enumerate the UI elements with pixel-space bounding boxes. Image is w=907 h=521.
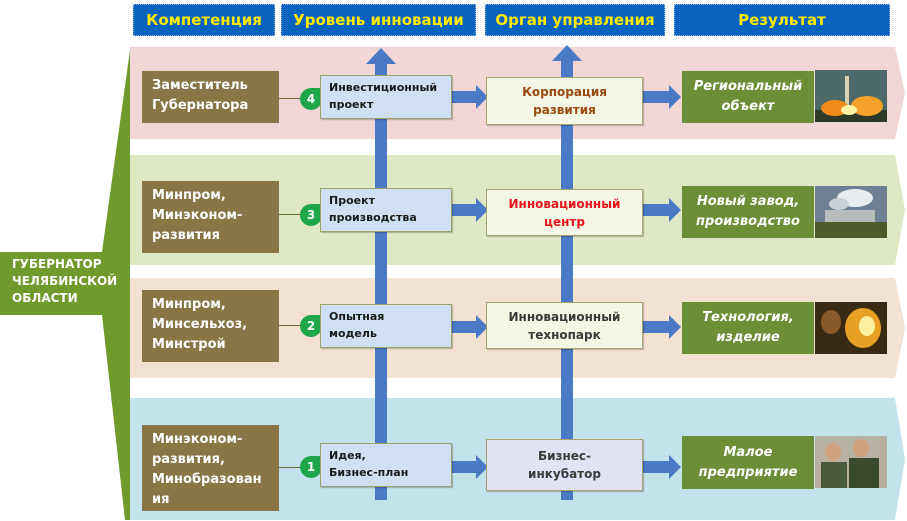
foundry-worker-photo-icon: [815, 302, 887, 354]
result-box-3: Новый завод, производство: [682, 186, 814, 238]
management-body-line: технопарк: [528, 327, 601, 342]
header-management-body: Орган управления: [485, 4, 665, 36]
arrow-org1-to-result: [643, 455, 681, 479]
management-body-box-3: Инновационный центр: [486, 189, 643, 236]
connector-line: [279, 98, 303, 99]
governor-label: ГУБЕРНАТОР ЧЕЛЯБИНСКОЙ ОБЛАСТИ: [12, 256, 132, 307]
arrow-level3-to-org: [452, 198, 488, 222]
header-innovation-level: Уровень инновации: [281, 4, 476, 36]
governor-line: ОБЛАСТИ: [12, 291, 78, 305]
level-badge-4: 4: [300, 88, 322, 110]
competence-line: Губернатора: [152, 98, 249, 113]
result-line: изделие: [716, 330, 780, 345]
competence-box-level-1: Минэконом- развития, Минобразован ия: [142, 425, 279, 511]
management-body-line: Корпорация: [522, 85, 607, 99]
header-management-body-label: Орган управления: [495, 11, 655, 29]
innovation-level-line: Опытная: [329, 310, 385, 323]
arrow-level2-to-org: [452, 315, 488, 339]
innovation-level-line: Идея,: [329, 449, 366, 462]
arrow-level1-to-org: [452, 455, 488, 479]
arrow-level4-to-org: [452, 85, 488, 109]
header-competence: Компетенция: [133, 4, 275, 36]
innovation-level-line: проект: [329, 98, 374, 111]
innovation-level-line: Бизнес-план: [329, 466, 409, 479]
result-line: Региональный: [693, 79, 803, 94]
governor-shape: [0, 50, 130, 520]
innovation-level-line: модель: [329, 327, 377, 340]
students-photo-icon: [815, 436, 887, 488]
result-line: Технология,: [702, 310, 794, 325]
governor-line: ЧЕЛЯБИНСКОЙ: [12, 274, 118, 288]
competence-line: Минсельхоз,: [152, 317, 248, 332]
header-result: Результат: [674, 4, 890, 36]
innovation-level-box-2: Опытная модель: [320, 304, 452, 348]
management-up-arrow: [552, 45, 582, 500]
competence-line: ия: [152, 492, 170, 507]
connector-line: [279, 325, 303, 326]
competence-line: Минэконом-: [152, 208, 243, 223]
level-number: 3: [306, 208, 316, 222]
competence-line: Заместитель: [152, 78, 248, 93]
management-body-line: центр: [544, 214, 585, 229]
management-body-box-4: Корпорация развития: [486, 77, 643, 125]
management-body-box-2: Инновационный технопарк: [486, 302, 643, 349]
management-body-line: развития: [533, 103, 596, 117]
management-body-line: Инновационный: [508, 309, 621, 324]
innovation-level-line: Проект: [329, 194, 375, 207]
competence-line: Минэконом-: [152, 432, 243, 447]
level-badge-2: 2: [300, 315, 322, 337]
innovation-level-line: производства: [329, 211, 417, 224]
factory-photo-icon: [815, 186, 887, 238]
level-number: 1: [306, 460, 316, 474]
management-body-line: инкубатор: [528, 467, 601, 481]
header-result-label: Результат: [738, 11, 826, 29]
innovation-level-box-4: Инвестиционный проект: [320, 75, 452, 119]
result-line: Новый завод,: [696, 194, 800, 209]
arrow-org3-to-result: [643, 198, 681, 222]
management-body-line: Бизнес-: [537, 449, 592, 463]
innovation-up-arrow: [366, 48, 396, 500]
competence-box-level-3: Минпром, Минэконом- развития: [142, 181, 279, 253]
governor-line: ГУБЕРНАТОР: [12, 257, 102, 271]
header-innovation-level-label: Уровень инновации: [293, 11, 464, 29]
header-competence-label: Компетенция: [146, 11, 262, 29]
result-line: производство: [696, 214, 800, 229]
connector-line: [279, 214, 303, 215]
result-line: Малое: [723, 444, 773, 460]
arrow-org4-to-result: [643, 85, 681, 109]
level-number: 2: [306, 319, 316, 333]
rocket-launch-photo-icon: [815, 70, 887, 122]
result-box-4: Региональный объект: [682, 71, 814, 123]
competence-box-level-2: Минпром, Минсельхоз, Минстрой: [142, 290, 279, 362]
competence-line: развития,: [152, 452, 225, 467]
management-body-box-1: Бизнес- инкубатор: [486, 439, 643, 491]
management-body-line: Инновационный: [508, 196, 621, 211]
competence-line: Минпром,: [152, 188, 226, 203]
level-badge-1: 1: [300, 456, 322, 478]
result-box-1: Малое предприятие: [682, 436, 814, 489]
result-line: объект: [721, 99, 775, 114]
innovation-level-box-3: Проект производства: [320, 188, 452, 232]
result-line: предприятие: [698, 464, 798, 480]
competence-line: развития: [152, 228, 220, 243]
level-number: 4: [306, 92, 316, 106]
competence-line: Минобразован: [152, 472, 262, 487]
competence-line: Минпром,: [152, 297, 226, 312]
connector-line: [279, 467, 303, 468]
arrow-org2-to-result: [643, 315, 681, 339]
innovation-level-box-1: Идея, Бизнес-план: [320, 443, 452, 487]
innovation-level-line: Инвестиционный: [329, 81, 438, 94]
competence-line: Минстрой: [152, 337, 226, 352]
competence-box-level-4: Заместитель Губернатора: [142, 71, 279, 123]
level-badge-3: 3: [300, 204, 322, 226]
result-box-2: Технология, изделие: [682, 302, 814, 354]
